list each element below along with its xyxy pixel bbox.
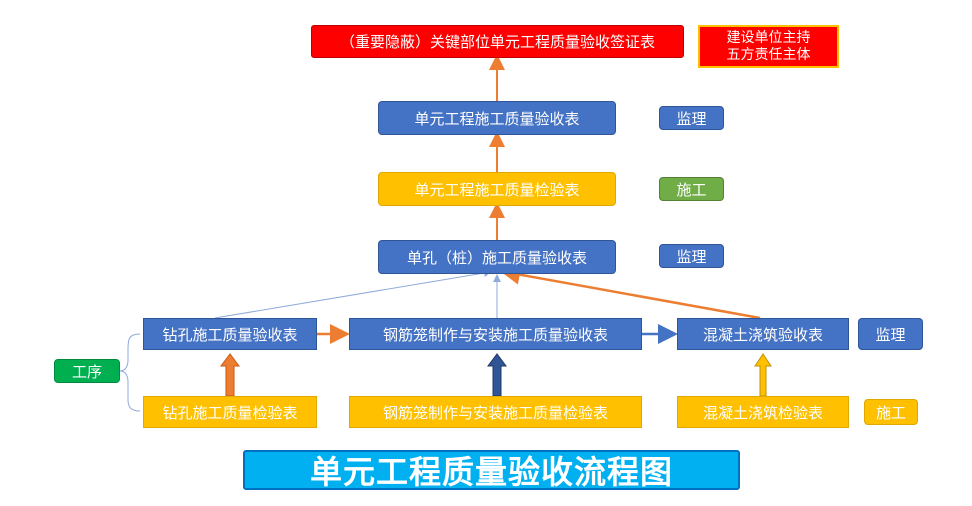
- signoff-table-label: （重要隐蔽）关键部位单元工程质量验收签证表: [339, 33, 655, 51]
- construction-tag-2: 施工: [864, 399, 918, 425]
- page-title-label: 单元工程质量验收流程图: [309, 453, 673, 491]
- construction-tag-1: 施工: [659, 177, 724, 201]
- supervision-tag-1: 监理: [659, 106, 724, 130]
- process-bracket: [119, 333, 141, 412]
- arrow-concrete-inspection-up: [754, 353, 772, 397]
- arrow-drilling-to-pile: [214, 269, 492, 319]
- arrow-cage-inspection-up: [487, 353, 507, 397]
- concrete-acceptance-label: 混凝土浇筑验收表: [702, 325, 823, 344]
- page-title: 单元工程质量验收流程图: [243, 450, 740, 491]
- drilling-acceptance-label: 钻孔施工质量验收表: [162, 325, 298, 344]
- supervision-tag-2: 监理: [659, 244, 724, 268]
- construction-tag-2-label: 施工: [875, 403, 906, 422]
- arrow-concrete-to-pile: [500, 264, 761, 320]
- pile-acceptance-label: 单孔（桩）施工质量验收表: [406, 248, 587, 267]
- drilling-acceptance-box: 钻孔施工质量验收表: [143, 318, 317, 350]
- concrete-inspection-box: 混凝土浇筑检验表: [677, 396, 849, 428]
- drilling-inspection-label: 钻孔施工质量检验表: [162, 403, 298, 422]
- cage-inspection-box: 钢筋笼制作与安装施工质量检验表: [349, 396, 642, 428]
- signoff-table-box: （重要隐蔽）关键部位单元工程质量验收签证表: [311, 25, 684, 58]
- supervision-tag-1-label: 监理: [676, 109, 707, 128]
- supervision-tag-3: 监理: [858, 318, 923, 350]
- arrow-drilling-inspection-up: [220, 353, 240, 397]
- unit-inspection-label: 单元工程施工质量检验表: [414, 180, 580, 199]
- concrete-acceptance-box: 混凝土浇筑验收表: [677, 318, 849, 350]
- drilling-inspection-box: 钻孔施工质量检验表: [143, 396, 317, 428]
- cage-inspection-label: 钢筋笼制作与安装施工质量检验表: [382, 403, 608, 422]
- owner-note-line1: 建设单位主持: [726, 29, 811, 46]
- pile-acceptance-box: 单孔（桩）施工质量验收表: [378, 240, 616, 274]
- supervision-tag-3-label: 监理: [875, 325, 906, 344]
- supervision-tag-2-label: 监理: [676, 247, 707, 266]
- owner-note-line2: 五方责任主体: [726, 46, 811, 63]
- process-tag: 工序: [54, 359, 120, 383]
- cage-acceptance-label: 钢筋笼制作与安装施工质量验收表: [382, 325, 608, 344]
- process-tag-label: 工序: [71, 362, 102, 381]
- cage-acceptance-box: 钢筋笼制作与安装施工质量验收表: [349, 318, 642, 350]
- unit-acceptance-label: 单元工程施工质量验收表: [414, 109, 580, 128]
- construction-tag-1-label: 施工: [676, 180, 707, 199]
- unit-inspection-box: 单元工程施工质量检验表: [378, 172, 616, 206]
- concrete-inspection-label: 混凝土浇筑检验表: [702, 403, 823, 422]
- owner-note-box: 建设单位主持 五方责任主体: [698, 25, 839, 68]
- unit-acceptance-box: 单元工程施工质量验收表: [378, 101, 616, 135]
